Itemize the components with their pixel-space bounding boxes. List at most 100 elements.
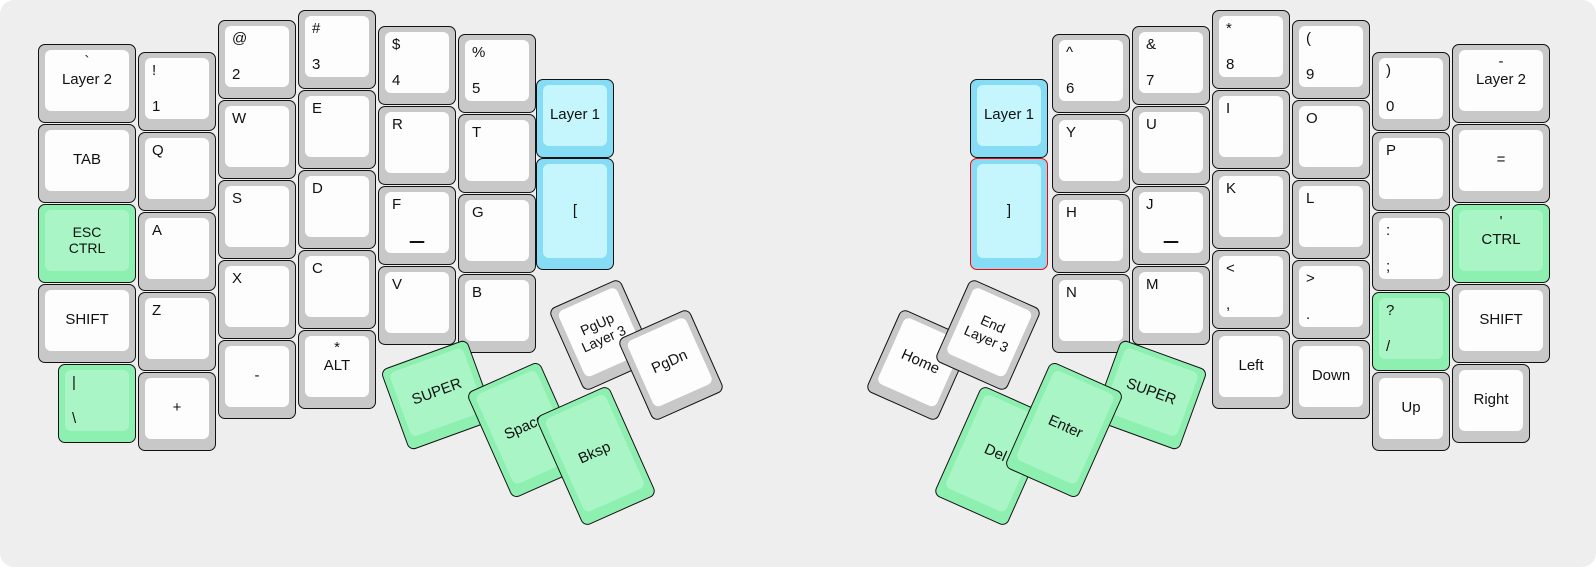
- legend-upper-paren-0: ): [1386, 62, 1391, 79]
- legend-upper-percent-5: %: [472, 44, 486, 61]
- key-n[interactable]: N: [1052, 274, 1130, 353]
- key-amp-7[interactable]: &7: [1132, 26, 1210, 105]
- keycap-minus-l: -: [225, 346, 289, 407]
- keycap-pipe-backslash: |\: [65, 370, 129, 431]
- key-k[interactable]: K: [1212, 170, 1290, 249]
- legend-up: Up: [1401, 399, 1421, 417]
- key-up[interactable]: Up: [1372, 372, 1450, 451]
- key-dollar-4[interactable]: $4: [378, 26, 456, 105]
- key-shift-r[interactable]: SHIFT: [1452, 284, 1550, 363]
- key-tab[interactable]: TAB: [38, 124, 136, 203]
- legend-upper-lt-comma: <: [1226, 260, 1235, 277]
- legend-lower-gt-period: .: [1306, 306, 1311, 323]
- keycap-colon-semi: :;: [1379, 218, 1443, 279]
- key-shift-l[interactable]: SHIFT: [38, 284, 136, 363]
- key-b[interactable]: B: [458, 274, 536, 353]
- key-a[interactable]: A: [138, 212, 216, 291]
- key-m[interactable]: M: [1132, 266, 1210, 345]
- legend-lower-star-8: 8: [1226, 56, 1235, 73]
- key-plus[interactable]: +: [138, 372, 216, 451]
- key-question-slash[interactable]: ?/: [1372, 292, 1450, 371]
- key-lt-comma[interactable]: <,: [1212, 250, 1290, 329]
- key-star-8[interactable]: *8: [1212, 10, 1290, 89]
- keycap-pgdn: PgDn: [625, 316, 714, 409]
- key-excl-1[interactable]: !1: [138, 52, 216, 131]
- key-layer2-l[interactable]: `Layer 2: [38, 44, 136, 123]
- keycap-z: Z: [145, 298, 209, 359]
- key-z[interactable]: Z: [138, 292, 216, 371]
- keycap-s: S: [225, 186, 289, 247]
- legend-v: V: [392, 276, 403, 293]
- key-c[interactable]: C: [298, 250, 376, 329]
- legend-upper-caret-6: ^: [1066, 44, 1074, 61]
- legend-a: A: [152, 222, 163, 239]
- key-bracket-left[interactable]: [: [536, 158, 614, 270]
- key-gt-period[interactable]: >.: [1292, 260, 1370, 339]
- legend-n: N: [1066, 284, 1077, 301]
- key-colon-semi[interactable]: :;: [1372, 212, 1450, 291]
- key-at-2[interactable]: @2: [218, 20, 296, 99]
- key-hash-3[interactable]: #3: [298, 10, 376, 89]
- keycap-k: K: [1219, 176, 1283, 237]
- key-w[interactable]: W: [218, 100, 296, 179]
- key-v[interactable]: V: [378, 266, 456, 345]
- keycap-question-slash: ?/: [1379, 298, 1443, 359]
- key-s[interactable]: S: [218, 180, 296, 259]
- legend-ctrl-r: CTRL: [1481, 231, 1521, 249]
- legend-del: Del: [981, 440, 1010, 465]
- keycap-o: O: [1299, 106, 1363, 167]
- key-h[interactable]: H: [1052, 194, 1130, 273]
- keycap-l: L: [1299, 186, 1363, 247]
- legend-c: C: [312, 260, 323, 277]
- legend-lower-excl-1: 1: [152, 98, 161, 115]
- key-alt[interactable]: *ALT: [298, 330, 376, 409]
- key-caret-6[interactable]: ^6: [1052, 34, 1130, 113]
- keycap-u: U: [1139, 112, 1203, 173]
- legend-r: R: [392, 116, 403, 133]
- key-l[interactable]: L: [1292, 180, 1370, 259]
- key-j[interactable]: J: [1132, 186, 1210, 265]
- keycap-f: F: [385, 192, 449, 253]
- key-r[interactable]: R: [378, 106, 456, 185]
- key-g[interactable]: G: [458, 194, 536, 273]
- key-left[interactable]: Left: [1212, 330, 1290, 409]
- key-q[interactable]: Q: [138, 132, 216, 211]
- keycap-layer1-l: Layer 1: [543, 85, 607, 146]
- key-y[interactable]: Y: [1052, 114, 1130, 193]
- legend-q: Q: [152, 142, 164, 159]
- key-o[interactable]: O: [1292, 100, 1370, 179]
- key-pipe-backslash[interactable]: |\: [58, 364, 136, 443]
- key-down[interactable]: Down: [1292, 340, 1370, 419]
- key-d[interactable]: D: [298, 170, 376, 249]
- key-u[interactable]: U: [1132, 106, 1210, 185]
- keycap-q: Q: [145, 138, 209, 199]
- key-paren-0[interactable]: )0: [1372, 52, 1450, 131]
- keycap-layer2-r: -Layer 2: [1459, 50, 1543, 111]
- keycap-hash-3: #3: [305, 16, 369, 77]
- key-equal[interactable]: =: [1452, 124, 1550, 203]
- keycap-alt: *ALT: [305, 336, 369, 397]
- key-ctrl-r[interactable]: 'CTRL: [1452, 204, 1550, 283]
- keycap-up: Up: [1379, 378, 1443, 439]
- key-p[interactable]: P: [1372, 132, 1450, 211]
- key-layer2-r[interactable]: -Layer 2: [1452, 44, 1550, 123]
- key-x[interactable]: X: [218, 260, 296, 339]
- key-i[interactable]: I: [1212, 90, 1290, 169]
- key-bracket-right[interactable]: ]: [970, 158, 1048, 270]
- keycap-bracket-right: ]: [977, 164, 1041, 258]
- keycap-p: P: [1379, 138, 1443, 199]
- key-minus-l[interactable]: -: [218, 340, 296, 419]
- legend-o: O: [1306, 110, 1318, 127]
- legend-top-layer2-l: `: [84, 53, 90, 70]
- key-right[interactable]: Right: [1452, 364, 1530, 443]
- key-t[interactable]: T: [458, 114, 536, 193]
- key-layer1-l[interactable]: Layer 1: [536, 79, 614, 158]
- key-layer1-r[interactable]: Layer 1: [970, 79, 1048, 158]
- key-f[interactable]: F: [378, 186, 456, 265]
- legend-lower-at-2: 2: [232, 66, 241, 83]
- key-e[interactable]: E: [298, 90, 376, 169]
- key-percent-5[interactable]: %5: [458, 34, 536, 113]
- key-paren-9[interactable]: (9: [1292, 20, 1370, 99]
